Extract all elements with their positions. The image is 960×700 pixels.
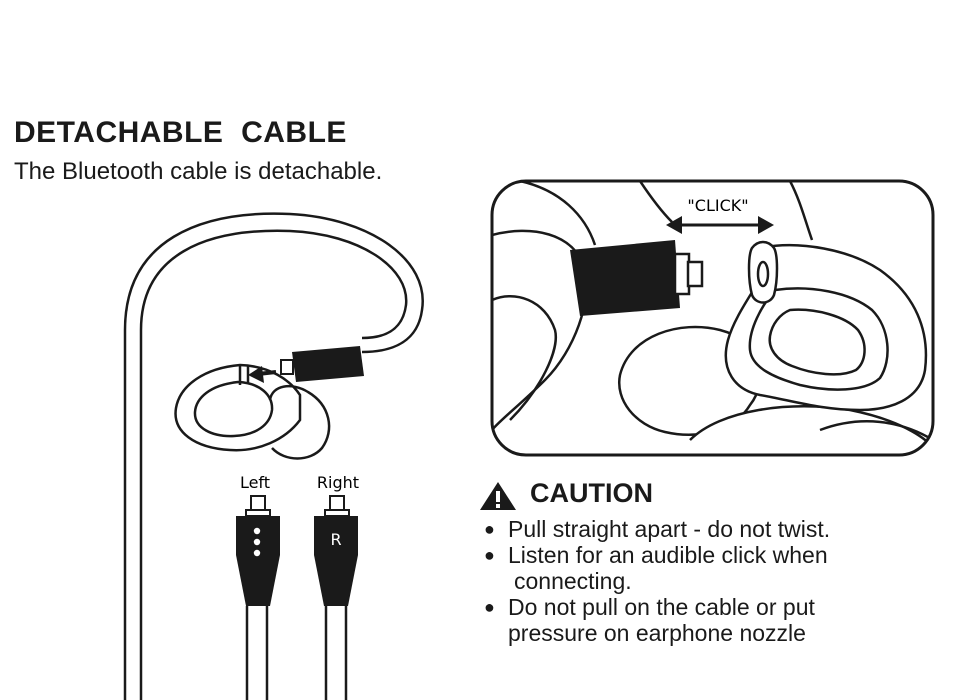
- caution-list: ● Pull straight apart - do not twist. ● …: [484, 516, 830, 646]
- caution-title: CAUTION: [530, 478, 653, 508]
- bullet-icon: ●: [484, 519, 495, 539]
- page-subtitle: The Bluetooth cable is detachable.: [14, 158, 383, 185]
- warning-triangle-icon: [480, 482, 516, 510]
- cable-outer-loop: [123, 212, 424, 700]
- earphone-face: [193, 380, 274, 438]
- right-connector-label: Right: [317, 473, 359, 492]
- click-label: "CLICK": [687, 196, 748, 215]
- cable-plug: [280, 346, 364, 382]
- bullet-icon: ●: [484, 545, 495, 565]
- caution-item: ● Pull straight apart - do not twist.: [484, 516, 830, 542]
- caution-item-text-continued: connecting.: [514, 568, 632, 594]
- left-connector-label: Left: [240, 473, 270, 492]
- caution-item: ● Listen for an audible click when conne…: [484, 542, 830, 594]
- caution-item: ● Do not pull on the cable or put pressu…: [484, 594, 830, 646]
- earphone-tip: [268, 384, 331, 460]
- caution-item-text: Listen for an audible click when: [508, 542, 828, 568]
- left-connector: [236, 495, 280, 700]
- detail-closeup: [490, 179, 935, 457]
- click-double-arrow-icon: [666, 216, 774, 234]
- cable-inner-loop: [139, 229, 408, 700]
- earphone-shell: [174, 363, 302, 452]
- caution-item-text: Do not pull on the cable or put: [508, 594, 815, 620]
- bullet-icon: ●: [484, 597, 495, 617]
- right-connector-mark: R: [330, 530, 341, 549]
- insert-arrow-icon: [248, 366, 277, 383]
- caution-item-text-continued: pressure on earphone nozzle: [508, 620, 806, 646]
- earphone-illustration: [123, 212, 424, 700]
- caution-item-text: Pull straight apart - do not twist.: [508, 516, 831, 542]
- page-title: DETACHABLE CABLE: [14, 116, 347, 149]
- right-connector: [314, 495, 358, 700]
